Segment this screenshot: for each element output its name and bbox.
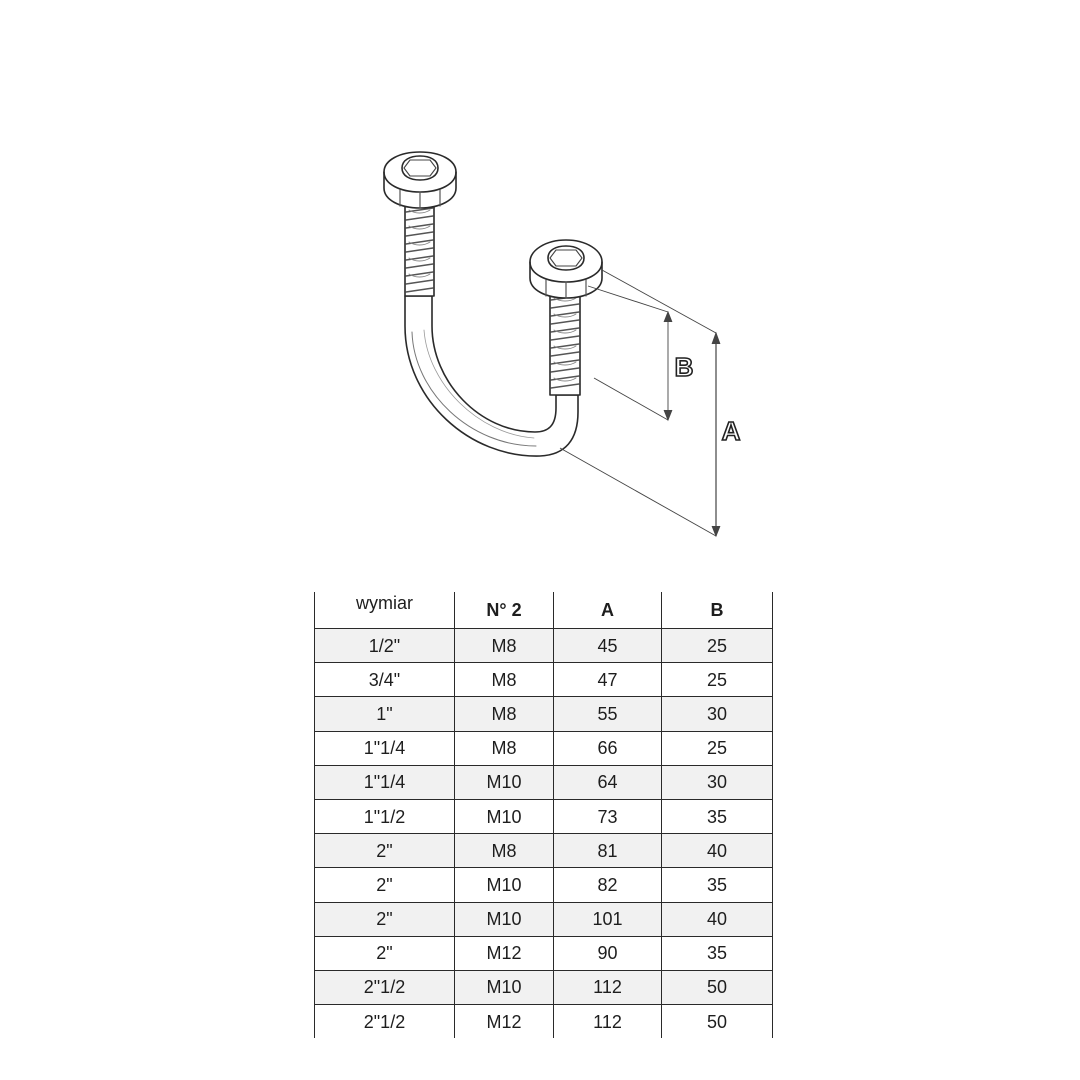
cell-b: 30	[661, 765, 773, 800]
table-row: 2"1/2 M12 112 50	[314, 1004, 773, 1039]
cell-n2: M8	[454, 696, 554, 732]
cell-a: 55	[553, 696, 662, 732]
cell-b: 25	[661, 731, 773, 766]
cell-n2: M10	[454, 867, 554, 903]
cell-wymiar: 1"	[314, 696, 455, 732]
dimensions-table: wymiar N° 2 A B 1/2" M8 45 25 3/4" M8 47…	[314, 592, 773, 1039]
u-bolt-shank	[404, 295, 579, 457]
left-thread	[404, 203, 435, 297]
table-row: 1"1/4 M8 66 25	[314, 731, 773, 766]
cell-n2: M10	[454, 799, 554, 835]
cell-a: 45	[553, 628, 662, 664]
table-row: 1" M8 55 30	[314, 696, 773, 732]
cell-n2: M8	[454, 731, 554, 766]
cell-a: 64	[553, 765, 662, 800]
cell-b: 40	[661, 833, 773, 869]
cell-a: 73	[553, 799, 662, 835]
right-thread	[549, 291, 581, 396]
table-header-row: wymiar N° 2 A B	[314, 592, 773, 629]
table-row: 2"1/2 M10 112 50	[314, 970, 773, 1006]
cell-b: 35	[661, 799, 773, 835]
table-row: 2" M10 101 40	[314, 902, 773, 937]
cell-a: 112	[553, 970, 662, 1006]
cell-a: 81	[553, 833, 662, 869]
cell-b: 50	[661, 970, 773, 1006]
cell-n2: M8	[454, 833, 554, 869]
cell-a: 101	[553, 902, 662, 937]
table-row: 2" M8 81 40	[314, 833, 773, 869]
cell-n2: M10	[454, 970, 554, 1006]
header-wymiar: wymiar	[314, 592, 455, 629]
cell-a: 82	[553, 867, 662, 903]
cell-n2: M10	[454, 765, 554, 800]
table-row: 2" M10 82 35	[314, 867, 773, 903]
cell-a: 112	[553, 1004, 662, 1039]
table-row: 1"1/2 M10 73 35	[314, 799, 773, 835]
header-n2: N° 2	[454, 592, 554, 629]
cell-wymiar: 2"	[314, 936, 455, 971]
cell-a: 90	[553, 936, 662, 971]
right-hex-nut	[529, 239, 603, 299]
cell-b: 35	[661, 936, 773, 971]
cell-b: 25	[661, 662, 773, 698]
cell-wymiar: 1"1/4	[314, 765, 455, 800]
cell-b: 30	[661, 696, 773, 732]
table-row: 3/4" M8 47 25	[314, 662, 773, 698]
cell-n2: M8	[454, 662, 554, 698]
cell-a: 47	[553, 662, 662, 698]
table-row: 1/2" M8 45 25	[314, 628, 773, 664]
u-bolt-drawing	[383, 151, 603, 457]
cell-wymiar: 2"	[314, 867, 455, 903]
dimension-b-label: B	[675, 352, 694, 382]
cell-b: 50	[661, 1004, 773, 1039]
cell-n2: M12	[454, 936, 554, 971]
u-bolt-diagram: B A	[383, 151, 741, 538]
dimension-a-label: A	[722, 416, 741, 446]
cell-n2: M12	[454, 1004, 554, 1039]
table-row: 2" M12 90 35	[314, 936, 773, 971]
table-row: 1"1/4 M10 64 30	[314, 765, 773, 800]
cell-n2: M10	[454, 902, 554, 937]
left-hex-nut	[383, 151, 457, 209]
header-b: B	[661, 592, 773, 629]
dimension-lines	[559, 269, 721, 538]
cell-n2: M8	[454, 628, 554, 664]
cell-wymiar: 1"1/4	[314, 731, 455, 766]
cell-b: 25	[661, 628, 773, 664]
cell-wymiar: 2"1/2	[314, 1004, 455, 1039]
cell-wymiar: 1/2"	[314, 628, 455, 664]
cell-wymiar: 3/4"	[314, 662, 455, 698]
cell-a: 66	[553, 731, 662, 766]
header-a: A	[553, 592, 662, 629]
cell-wymiar: 1"1/2	[314, 799, 455, 835]
cell-wymiar: 2"	[314, 902, 455, 937]
cell-b: 35	[661, 867, 773, 903]
cell-wymiar: 2"1/2	[314, 970, 455, 1006]
cell-wymiar: 2"	[314, 833, 455, 869]
cell-b: 40	[661, 902, 773, 937]
